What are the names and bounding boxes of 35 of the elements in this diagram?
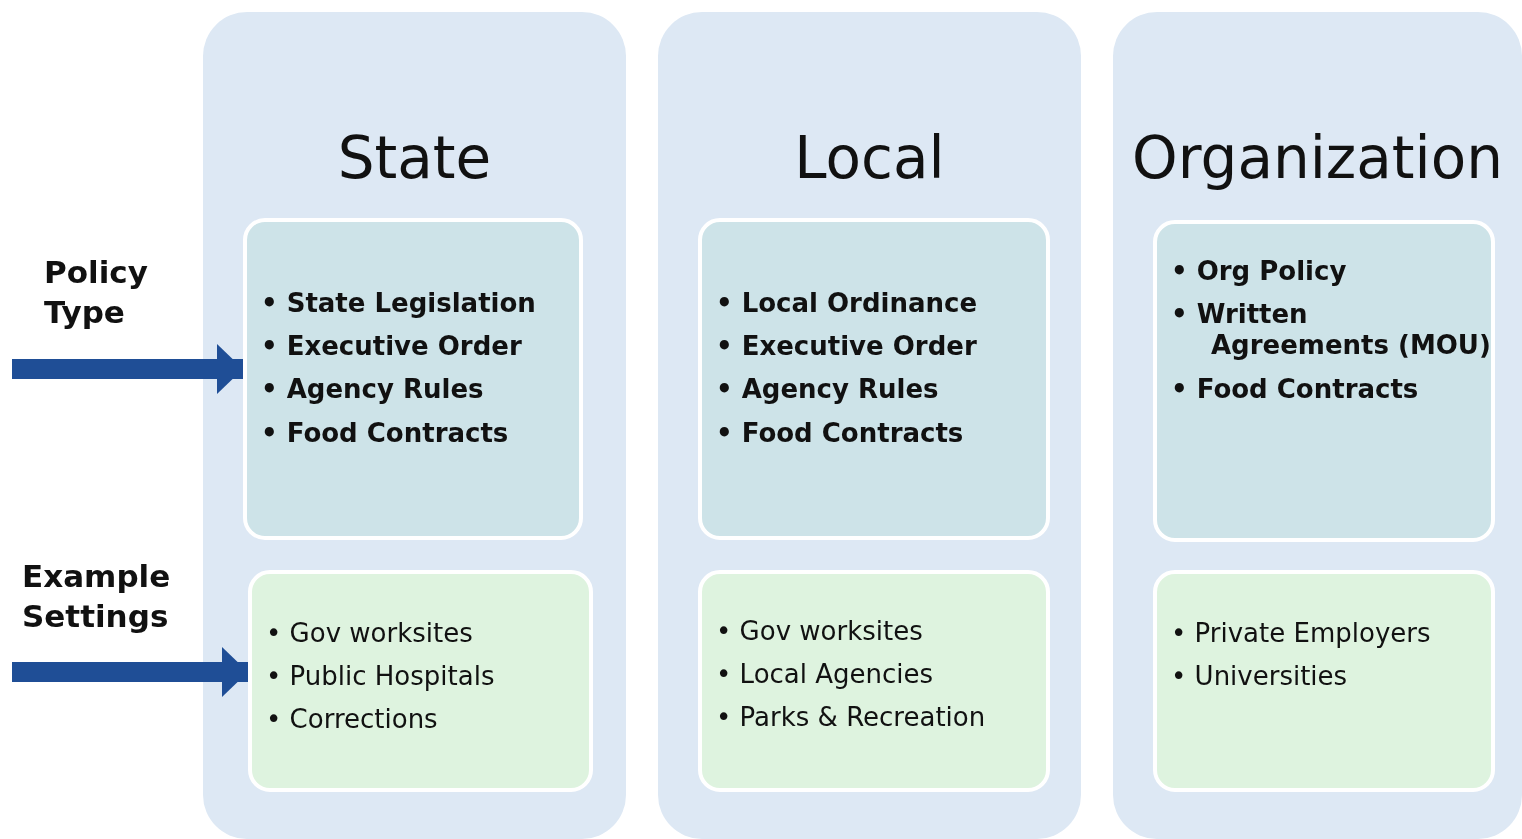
settings-box bbox=[248, 570, 593, 792]
list-item: • State Legislation bbox=[261, 288, 537, 320]
column-panel bbox=[658, 12, 1081, 839]
list-item: • Local Agencies bbox=[716, 659, 935, 691]
list-item: • Corrections bbox=[266, 704, 439, 736]
policy-box bbox=[243, 218, 583, 540]
list-item: • Parks & Recreation bbox=[716, 702, 987, 734]
list-item: • Gov worksites bbox=[716, 616, 924, 648]
settings-box bbox=[1153, 570, 1495, 792]
list-item: • Written Agreements (MOU) bbox=[1171, 299, 1491, 362]
list-item: • Food Contracts bbox=[1171, 373, 1420, 405]
column-title: State bbox=[336, 124, 493, 192]
list-item: • Gov worksites bbox=[266, 618, 474, 650]
list-item: • Executive Order bbox=[261, 331, 523, 363]
list-item: • Public Hospitals bbox=[266, 661, 496, 693]
list-item: • Private Employers bbox=[1171, 618, 1432, 650]
list-item: • Executive Order bbox=[716, 331, 978, 363]
arrow bbox=[12, 344, 243, 394]
list-item: • Universities bbox=[1171, 661, 1349, 693]
column-title: Local bbox=[793, 124, 946, 192]
column-panel bbox=[1113, 12, 1522, 839]
list-item: • Food Contracts bbox=[261, 417, 510, 449]
row-label: Example Settings bbox=[22, 557, 172, 637]
column-title: Organization bbox=[1131, 124, 1504, 192]
policy-box bbox=[1153, 220, 1495, 542]
policy-box bbox=[698, 218, 1050, 540]
list-item: • Food Contracts bbox=[716, 417, 965, 449]
list-item: • Agency Rules bbox=[716, 374, 940, 406]
list-item: • Agency Rules bbox=[261, 374, 485, 406]
list-item: • Local Ordinance bbox=[716, 288, 979, 320]
list-item: • Org Policy bbox=[1171, 256, 1348, 288]
arrow bbox=[12, 647, 248, 697]
settings-box bbox=[698, 570, 1050, 792]
column-panel bbox=[203, 12, 626, 839]
row-label: Policy Type bbox=[44, 253, 149, 333]
